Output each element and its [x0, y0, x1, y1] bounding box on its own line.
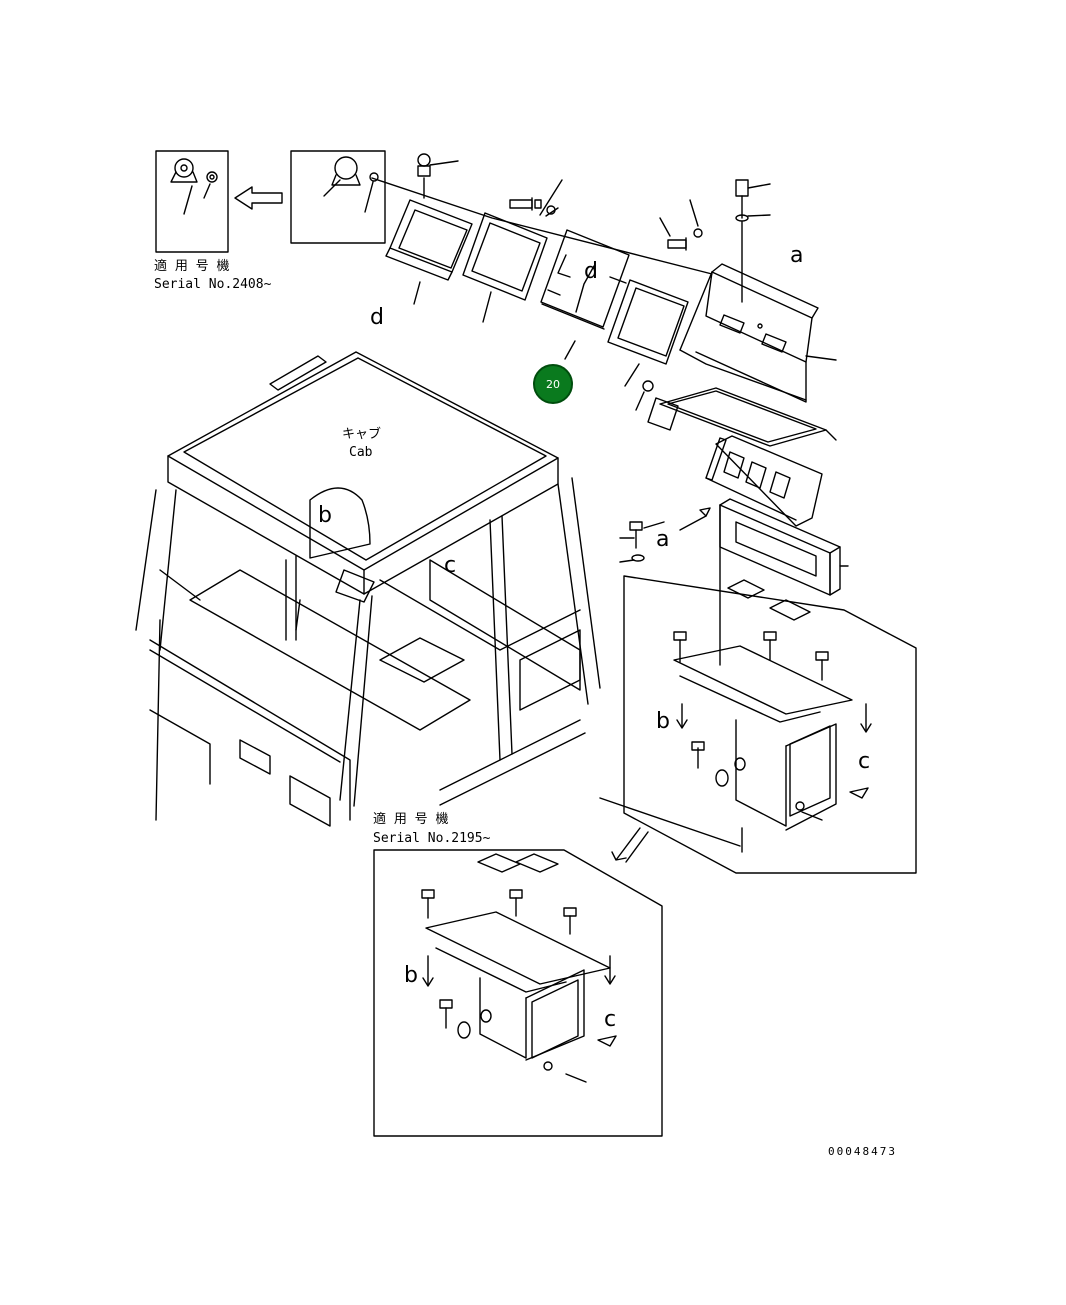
- part-number-hotspot-20[interactable]: 20: [533, 364, 573, 404]
- detail-frame-bottom: [373, 849, 663, 1137]
- callout-d-left: d: [370, 305, 384, 330]
- callout-a-mid: a: [656, 527, 669, 552]
- detail-frame-right: [599, 504, 917, 874]
- callout-c-right: c: [858, 749, 870, 774]
- gasket-part: [607, 279, 689, 365]
- callout-letters: a a d d b c b c b c: [318, 243, 870, 1032]
- arrow-left-icon: [234, 186, 283, 210]
- line-callouts-top: [413, 265, 640, 387]
- cover-plate-part: [540, 229, 630, 330]
- callout-d-right: d: [584, 259, 598, 284]
- gasket-lower-part: [635, 380, 837, 447]
- bolt-a-part: [619, 507, 711, 563]
- instrument-housing-part: [679, 179, 837, 403]
- cab-structure: [135, 351, 601, 827]
- bracket-frame-part: [705, 435, 823, 527]
- glass-panel-part: [462, 212, 548, 301]
- hotspot-number: 20: [546, 377, 560, 391]
- cover-frame-part: [385, 153, 473, 281]
- cab-label-en: Cab: [349, 445, 373, 460]
- drawing-number: 00048473: [828, 1145, 897, 1158]
- serial-en-2: Serial No.2195~: [373, 831, 491, 846]
- callout-a-top: a: [790, 243, 803, 268]
- callout-b-right: b: [656, 709, 670, 734]
- callout-b-cab: b: [318, 503, 332, 528]
- bolt-group-top: [371, 177, 713, 275]
- callout-b-bottom: b: [404, 963, 418, 988]
- arrow-diagonal-icon: [611, 827, 649, 863]
- cab-label-jp: キャブ: [342, 426, 381, 442]
- callout-c-bottom: c: [604, 1007, 616, 1032]
- detail-box-serial-2408: [155, 150, 229, 253]
- serial-label-2195: 適 用 号 機 Serial No.2195~: [373, 811, 491, 846]
- detail-box-cover-current: [290, 150, 386, 244]
- arrow-down-icons-right: [676, 703, 872, 733]
- serial-en: Serial No.2408~: [154, 277, 272, 292]
- serial-jp: 適 用 号 機: [154, 258, 229, 274]
- serial-label-2408: 適 用 号 機 Serial No.2408~: [154, 258, 272, 292]
- cab-label: キャブ Cab: [342, 426, 381, 460]
- callout-c-cab: c: [444, 553, 456, 578]
- serial-jp-2: 適 用 号 機: [373, 811, 448, 827]
